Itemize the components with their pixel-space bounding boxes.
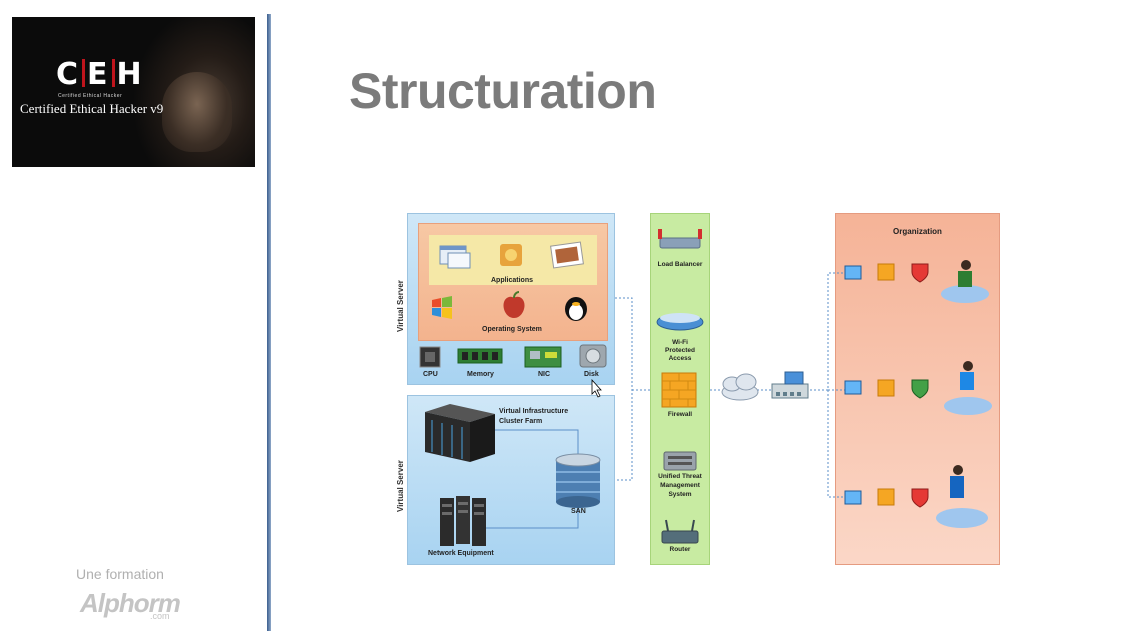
organization-label: Organization — [893, 227, 942, 236]
utm-label-line1: Unified Threat — [658, 473, 702, 480]
org-row-3 — [844, 465, 988, 528]
firewall-small-icon — [877, 263, 895, 281]
wifi-label-line3: Access — [668, 355, 692, 362]
virtual-server-label-bottom: Virtual Server — [396, 460, 405, 512]
alphorm-logo: Alphorm — [80, 588, 181, 618]
ceh-letter-c: C — [56, 57, 81, 92]
operating-system-label: Operating System — [482, 326, 542, 333]
monitor-icon — [844, 380, 862, 395]
nic-label: NIC — [538, 371, 551, 378]
router-label: Router — [669, 546, 691, 553]
windows-logo-icon — [432, 296, 452, 319]
org-row-1 — [844, 260, 989, 303]
server-rack-cluster-icon — [425, 404, 495, 462]
user-avatar-icon — [953, 465, 963, 475]
internet-cloud-icon — [721, 373, 759, 401]
memory-label: Memory — [467, 371, 494, 378]
cpu-icon — [419, 346, 441, 368]
ceh-course-title: Certified Ethical Hacker v9 — [20, 101, 164, 116]
utm-label-line2: Management — [660, 482, 700, 489]
shield-icon — [911, 379, 929, 399]
network-equipment-icon — [440, 496, 486, 546]
applications-label: Applications — [491, 277, 534, 284]
cluster-farm-label-line1: Virtual Infrastructure — [499, 408, 569, 415]
firewall-small-icon — [877, 488, 895, 506]
ceh-separator — [111, 59, 115, 87]
nic-icon — [524, 346, 562, 368]
gallery-app-icon — [550, 241, 584, 269]
firewall-icon — [661, 372, 697, 408]
ceh-separator — [82, 59, 86, 87]
org-row-2 — [844, 361, 992, 415]
ceh-letter-e: E — [87, 57, 110, 92]
utm-label-line3: System — [668, 491, 692, 498]
cloud-seat-icon — [941, 285, 989, 303]
san-storage-icon — [555, 453, 601, 508]
linux-tux-icon — [565, 297, 587, 321]
hooded-face-shade — [162, 72, 232, 152]
alphorm-domain: .com — [150, 611, 170, 621]
apple-logo-icon — [503, 291, 525, 318]
dotted-connectors — [615, 272, 845, 498]
window-app-icon — [439, 245, 471, 269]
load-balancer-label: Load Balancer — [657, 261, 703, 268]
network-equipment-label: Network Equipment — [428, 550, 494, 557]
router-icon — [661, 519, 699, 544]
mouse-cursor-icon — [591, 378, 602, 398]
cluster-connectors — [480, 429, 579, 529]
cloud-seat-icon — [936, 508, 988, 528]
firewall-label: Firewall — [667, 411, 693, 418]
san-label: SAN — [571, 508, 586, 515]
memory-icon — [457, 348, 503, 364]
utm-appliance-icon — [663, 451, 697, 471]
load-balancer-icon — [658, 229, 702, 249]
shield-icon — [911, 488, 929, 508]
user-avatar-icon — [963, 361, 973, 371]
firewall-small-icon — [877, 379, 895, 397]
ceh-logo-subtext: Certified Ethical Hacker — [58, 93, 123, 99]
ceh-letter-h: H — [116, 57, 144, 92]
monitor-icon — [844, 490, 862, 505]
formation-text: Une formation — [76, 566, 164, 582]
shield-icon — [911, 263, 929, 283]
photo-app-icon — [500, 244, 522, 266]
wifi-label-line1: Wi-Fi — [672, 339, 688, 346]
monitor-icon — [844, 265, 862, 280]
vertical-divider — [267, 14, 271, 631]
wifi-label-line2: Protected — [665, 347, 695, 354]
cluster-farm-label-line2: Cluster Farm — [499, 418, 543, 425]
user-avatar-icon — [961, 260, 971, 270]
disk-icon — [579, 344, 607, 368]
slide-title: Structuration — [349, 63, 657, 119]
wifi-access-point-icon — [656, 313, 704, 331]
cpu-label: CPU — [423, 371, 438, 378]
cloud-seat-icon — [944, 397, 992, 415]
disk-label: Disk — [584, 371, 599, 378]
virtual-server-label-top: Virtual Server — [396, 280, 405, 332]
network-switch-icon — [771, 371, 809, 399]
